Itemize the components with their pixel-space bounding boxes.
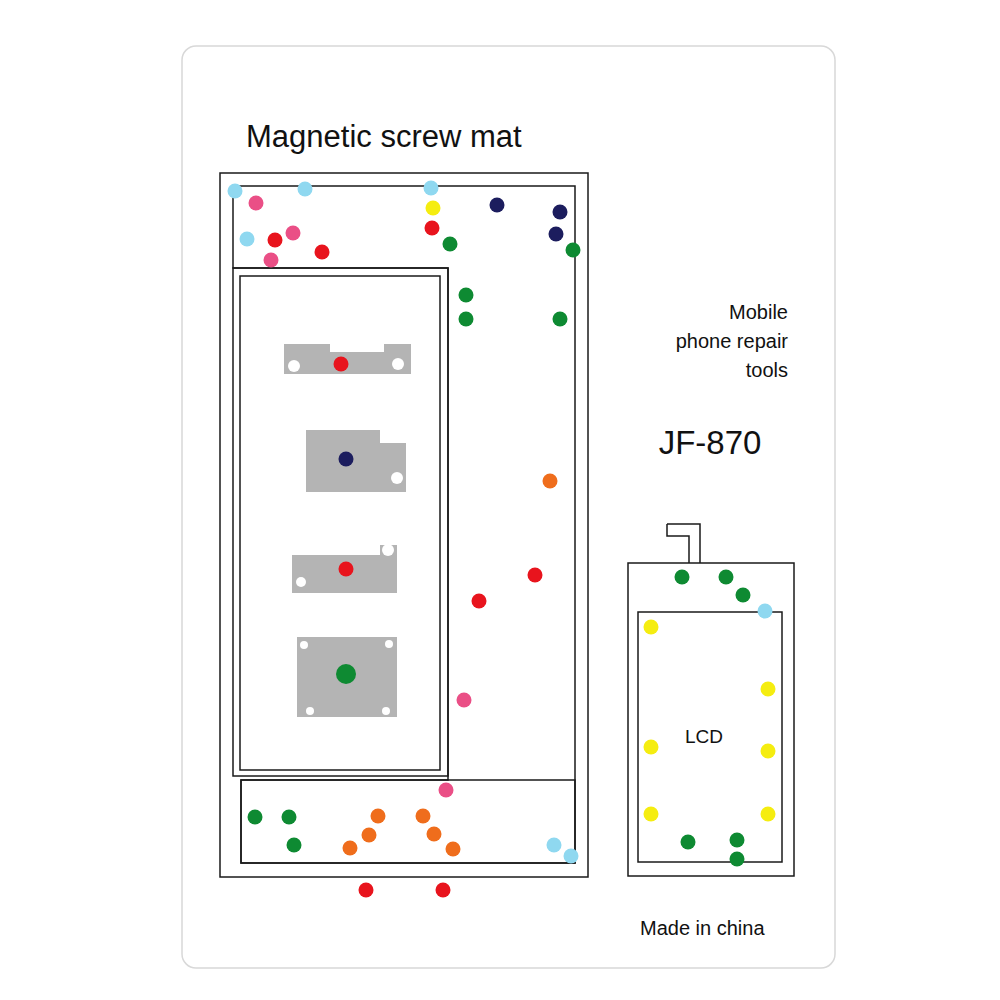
- mat-title: Magnetic screw mat: [246, 119, 522, 155]
- screw-dot: [681, 835, 696, 850]
- phone-frame: [220, 173, 588, 877]
- area-label: LCD: [685, 726, 723, 748]
- screw-dot: [339, 562, 354, 577]
- screw-dot: [644, 620, 659, 635]
- mat-card: [182, 46, 835, 968]
- screw-dot: [286, 226, 301, 241]
- screw-dot: [719, 570, 734, 585]
- lcd-outline: [628, 524, 794, 876]
- screw-dot: [436, 883, 451, 898]
- screw-dot: [528, 568, 543, 583]
- screw-dot: [675, 570, 690, 585]
- screw-dot: [359, 883, 374, 898]
- screw-dot: [543, 474, 558, 489]
- screw-dot: [339, 452, 354, 467]
- screw-dot: [761, 807, 776, 822]
- screw-dot: [334, 357, 349, 372]
- screw-dot: [315, 245, 330, 260]
- screw-dot: [644, 807, 659, 822]
- screw-dot: [761, 682, 776, 697]
- screw-dot: [371, 809, 386, 824]
- screw-dot: [761, 744, 776, 759]
- screw-dot: [427, 827, 442, 842]
- screw-dot: [566, 243, 581, 258]
- screw-dot: [249, 196, 264, 211]
- screw-dot: [282, 810, 297, 825]
- screw-dot: [343, 841, 358, 856]
- screw-dot: [248, 810, 263, 825]
- screw-dot: [426, 201, 441, 216]
- screw-dot: [287, 838, 302, 853]
- screw-dot: [240, 232, 255, 247]
- screw-dot: [416, 809, 431, 824]
- screw-dot: [268, 233, 283, 248]
- screw-dot: [298, 182, 313, 197]
- screw-dot: [443, 237, 458, 252]
- model-number: JF-870: [630, 424, 790, 462]
- screw-dot: [549, 227, 564, 242]
- screw-dot: [758, 604, 773, 619]
- screw-dot: [264, 253, 279, 268]
- plate-holes: [288, 358, 404, 715]
- screw-dot: [457, 693, 472, 708]
- screw-dot: [490, 198, 505, 213]
- screw-dots: [228, 181, 776, 898]
- screw-dot: [425, 221, 440, 236]
- origin-note: Made in china: [640, 917, 815, 940]
- screw-dot: [547, 838, 562, 853]
- screw-dot: [553, 205, 568, 220]
- screw-dot: [730, 833, 745, 848]
- screw-dot: [336, 664, 356, 684]
- screw-dot: [228, 184, 243, 199]
- screw-dot: [439, 783, 454, 798]
- screw-dot: [644, 740, 659, 755]
- lcd-area: LCD: [639, 613, 781, 861]
- screw-dot: [424, 181, 439, 196]
- screw-dot: [730, 852, 745, 867]
- product-description: Mobile phone repair tools: [668, 298, 788, 385]
- screw-dot: [459, 312, 474, 327]
- screw-dot: [459, 288, 474, 303]
- screw-dot: [446, 842, 461, 857]
- screw-dot: [553, 312, 568, 327]
- shield-plates: [284, 344, 411, 717]
- screw-dot: [472, 594, 487, 609]
- screw-dot: [736, 588, 751, 603]
- screw-dot: [564, 849, 579, 864]
- screw-dot: [362, 828, 377, 843]
